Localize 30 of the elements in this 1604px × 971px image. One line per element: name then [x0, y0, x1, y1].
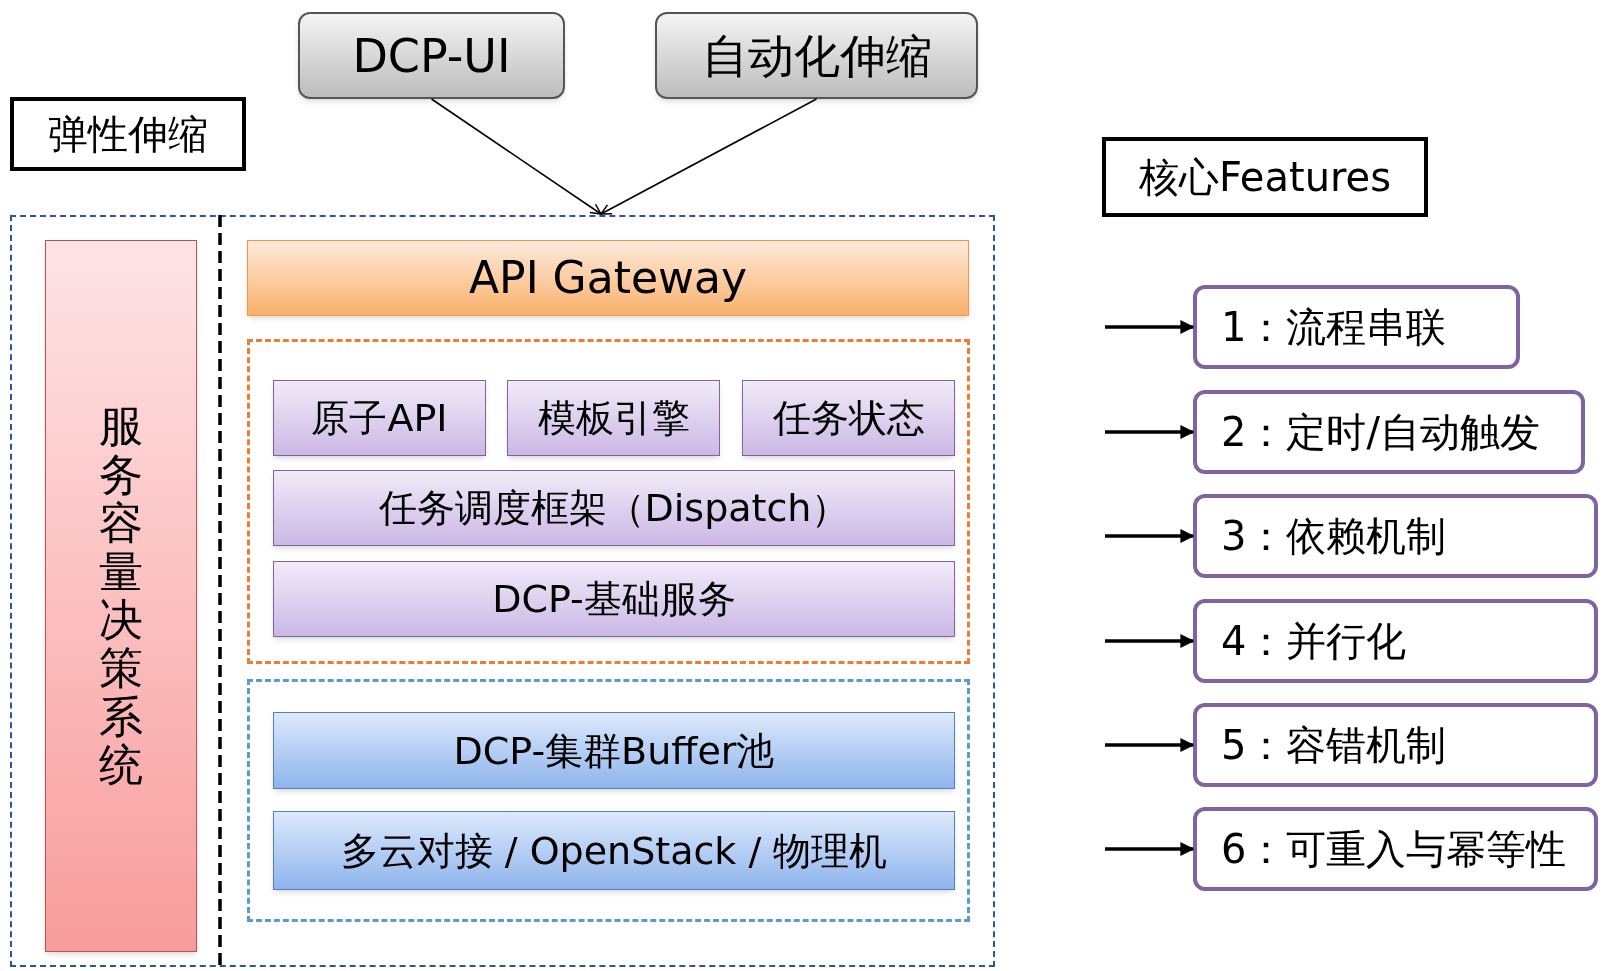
system-bar: 服务容量决策系统 [45, 240, 197, 952]
layer-box: DCP-集群Buffer池 [273, 712, 955, 789]
feature-box: 1：流程串联 [1193, 285, 1520, 369]
arrow [1105, 634, 1195, 648]
module-box: 任务状态 [742, 380, 955, 456]
layer-box: 任务调度框架（Dispatch） [273, 470, 955, 546]
process-box: DCP-UI [298, 12, 565, 99]
arrow [1105, 425, 1195, 439]
arrow [430, 98, 602, 215]
module-box: 模板引擎 [507, 380, 720, 456]
gateway-box: API Gateway [247, 240, 969, 316]
container-box [10, 215, 995, 967]
title-box: 弹性伸缩 [10, 97, 246, 171]
title-box: 核心Features [1102, 137, 1428, 217]
feature-box: 3：依赖机制 [1193, 494, 1598, 578]
feature-box: 5：容错机制 [1193, 703, 1598, 787]
feature-box: 4：并行化 [1193, 599, 1598, 683]
layer-box: DCP-基础服务 [273, 561, 955, 637]
feature-box: 2：定时/自动触发 [1193, 390, 1585, 474]
process-box: 自动化伸缩 [655, 12, 978, 99]
feature-box: 6：可重入与幂等性 [1193, 807, 1598, 891]
group-box [247, 679, 970, 922]
layer-box: 多云对接 / OpenStack / 物理机 [273, 811, 955, 890]
arrow [1105, 842, 1195, 856]
arrow [1105, 738, 1195, 752]
group-box [247, 339, 970, 664]
arrow [1105, 320, 1195, 334]
module-box: 原子API [273, 380, 486, 456]
arrow [1105, 529, 1195, 543]
arrow [600, 98, 818, 215]
